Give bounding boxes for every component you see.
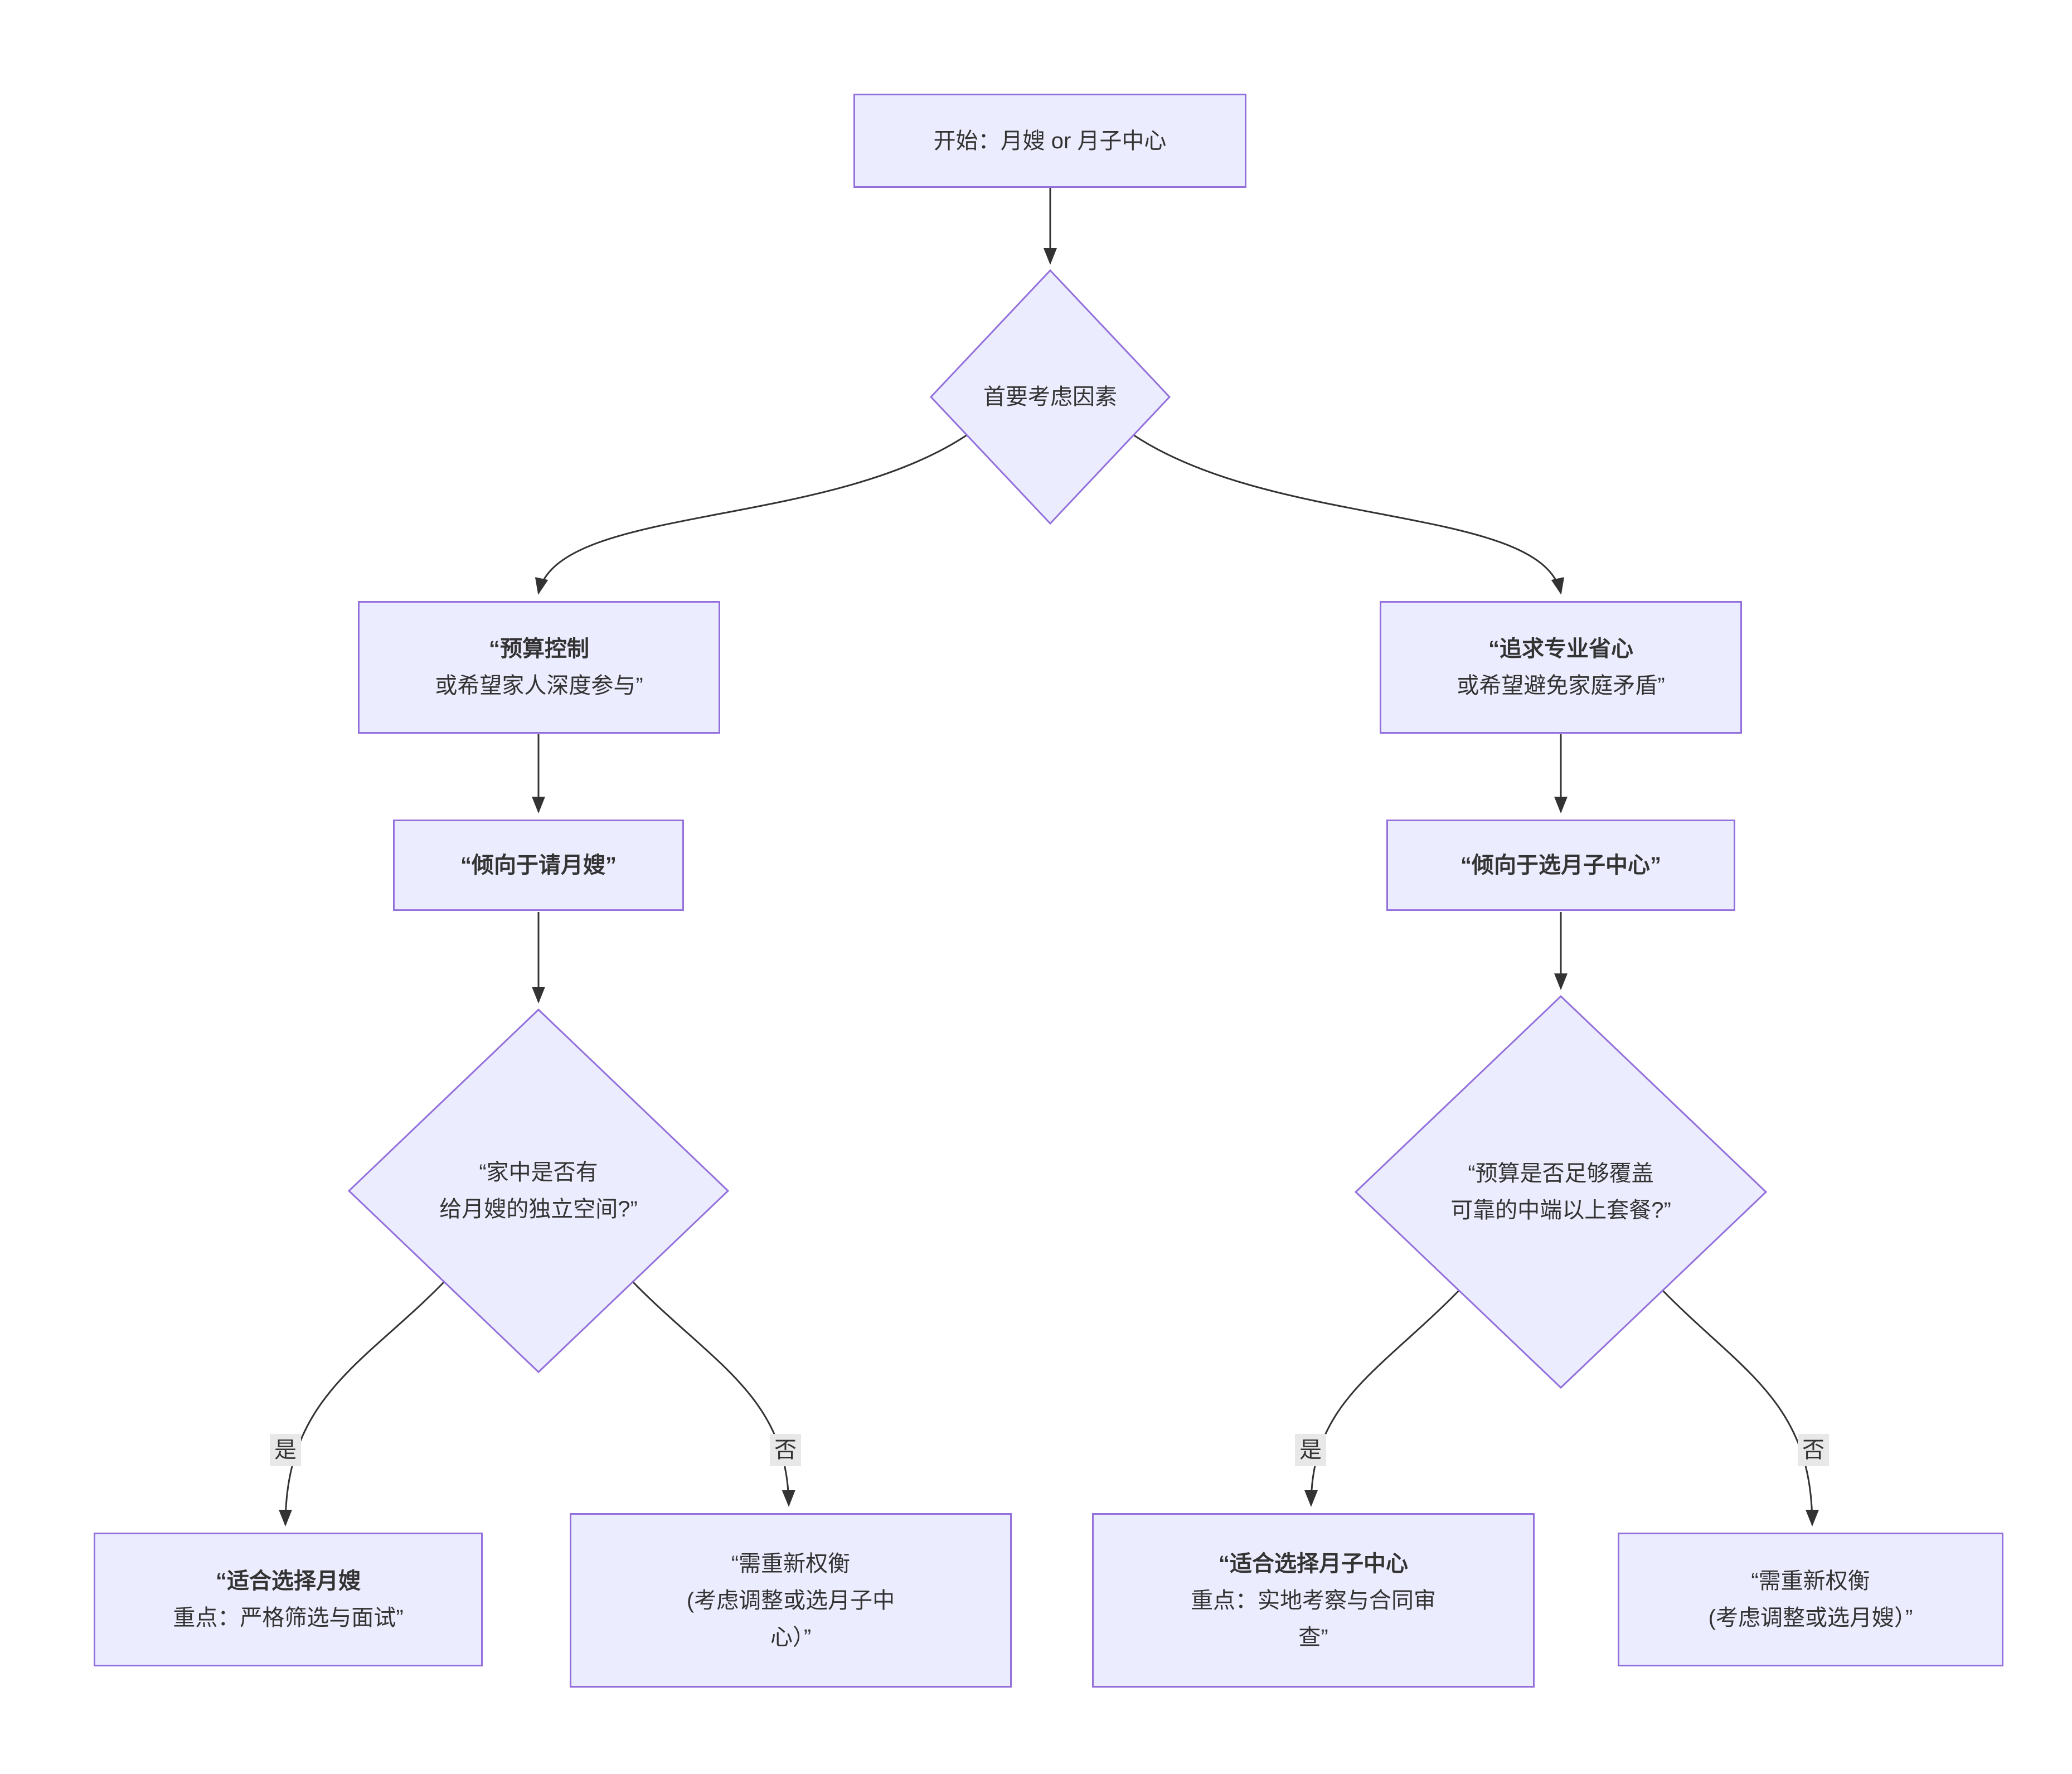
edge-left-question-yes (279, 1281, 445, 1526)
node-left-reason: “预算控制 或希望家人深度参与” (358, 601, 720, 734)
right-question-diamond (1354, 995, 1768, 1389)
node-right-yes-line3: 查” (1298, 1625, 1328, 1650)
node-right-no-line2: (考虑调整或选月嫂）” (1708, 1606, 1913, 1630)
node-left-tendency-label: “倾向于请月嫂” (460, 853, 617, 878)
node-right-reason-line2: 或希望避免家庭矛盾” (1457, 673, 1665, 698)
node-start-label: 开始：月嫂 or 月子中心 (933, 128, 1167, 153)
node-right-reason-line1: “追求专业省心 (1488, 637, 1633, 661)
node-left-no-result: “需重新权衡 (考虑调整或选月子中 心）” (570, 1513, 1012, 1688)
node-left-tendency: “倾向于请月嫂” (393, 820, 684, 911)
node-left-yes-line2: 重点：严格筛选与面试” (173, 1606, 404, 1630)
node-right-yes-result: “适合选择月子中心 重点：实地考察与合同审 查” (1092, 1513, 1535, 1688)
edge-right-question-yes (1304, 1290, 1460, 1507)
edge-primary-to-left-reason (535, 434, 968, 595)
node-start: 开始：月嫂 or 月子中心 (853, 94, 1246, 188)
left-question-diamond (347, 1008, 730, 1374)
edge-label-left-no: 否 (770, 1434, 801, 1466)
node-right-question-line1: “预算是否足够覆盖 (1468, 1161, 1654, 1186)
edge-label-right-yes: 是 (1295, 1434, 1326, 1466)
decision-primary-diamond (929, 269, 1171, 525)
edge-right-question-no (1662, 1290, 1819, 1526)
node-right-question-line2: 可靠的中端以上套餐?” (1450, 1198, 1671, 1223)
node-left-no-line3: 心）” (770, 1625, 812, 1650)
edge-label-left-yes: 是 (270, 1434, 301, 1466)
node-right-yes-line1: “适合选择月子中心 (1219, 1551, 1408, 1576)
node-right-yes-line2: 重点：实地考察与合同审 (1191, 1588, 1436, 1613)
node-left-question-line2: 给月嫂的独立空间?” (439, 1197, 638, 1222)
node-left-no-line2: (考虑调整或选月子中 (686, 1588, 895, 1613)
node-left-yes-result: “适合选择月嫂 重点：严格筛选与面试” (94, 1533, 483, 1666)
edge-primary-to-right-reason (1133, 434, 1565, 595)
node-decision-primary: 首要考虑因素 (931, 270, 1170, 524)
node-right-question: “预算是否足够覆盖 可靠的中端以上套餐?” (1356, 996, 1766, 1388)
edge-label-right-no: 否 (1798, 1434, 1829, 1466)
node-left-question-line1: “家中是否有 (479, 1160, 598, 1185)
node-left-no-line1: “需重新权衡 (731, 1551, 851, 1576)
node-decision-primary-label: 首要考虑因素 (983, 385, 1117, 409)
node-left-reason-line1: “预算控制 (489, 637, 589, 661)
node-left-yes-line1: “适合选择月嫂 (216, 1569, 361, 1593)
node-left-question: “家中是否有 给月嫂的独立空间?” (349, 1010, 728, 1372)
node-left-reason-line2: 或希望家人深度参与” (435, 673, 643, 698)
node-right-no-line1: “需重新权衡 (1751, 1569, 1870, 1593)
node-right-reason: “追求专业省心 或希望避免家庭矛盾” (1380, 601, 1742, 734)
node-right-no-result: “需重新权衡 (考虑调整或选月嫂）” (1618, 1533, 2003, 1666)
node-right-tendency: “倾向于选月子中心” (1386, 820, 1735, 911)
node-right-tendency-label: “倾向于选月子中心” (1460, 853, 1661, 878)
